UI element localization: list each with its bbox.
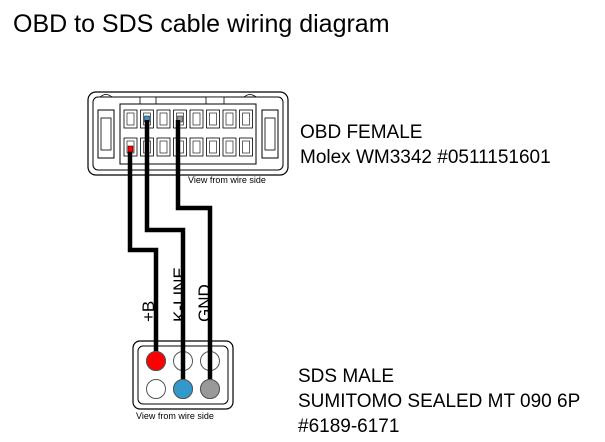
sds-part-number: #6189-6171 [298, 416, 400, 437]
obd-pin-slot [225, 112, 234, 126]
sds-view-note: View from wire side [136, 411, 214, 421]
obd-pin-cavity [206, 109, 220, 129]
diagram-title: OBD to SDS cable wiring diagram [13, 10, 390, 38]
obd-pin-cavity [222, 137, 237, 157]
wire-labels: +B K-LINE GND [139, 267, 214, 322]
wire-layer [127, 120, 220, 399]
obd-pin-cavity [156, 109, 171, 129]
obd-part-number: Molex WM3342 #0511151601 [300, 147, 551, 168]
obd-pin-slot [159, 140, 168, 154]
sds-pin-k-line-end [173, 379, 193, 399]
wire-gnd [175, 120, 213, 389]
obd-pin-slot [159, 112, 168, 126]
obd-connector-name: OBD FEMALE [300, 122, 423, 143]
wire-k-line [144, 120, 186, 389]
obd-view-note: View from wire side [188, 175, 266, 185]
obd-pin-slot [242, 140, 250, 154]
obd-pin-slot [225, 140, 234, 154]
obd-pin-slot [126, 112, 135, 126]
wire-label-gnd: GND [195, 284, 214, 322]
obd-pin-cavity [206, 137, 220, 157]
obd-pin-cavity [239, 109, 253, 129]
obd-pin-slot [242, 112, 250, 126]
obd-pin-slot [192, 112, 201, 126]
sds-pin-gnd-end [200, 379, 220, 399]
sds-pin-empty [146, 379, 166, 399]
sds-part-name: SUMITOMO SEALED MT 090 6P [298, 391, 581, 412]
wire-plus-b [127, 152, 159, 361]
sds-connector-name: SDS MALE [298, 366, 395, 387]
obd-connector [87, 91, 289, 176]
wire-label-plus-b: +B [139, 301, 158, 322]
obd-pin-cavity [222, 109, 237, 129]
obd-pin-plus-b [127, 145, 134, 153]
obd-pin-cavity [239, 137, 253, 157]
obd-pin-slot [192, 140, 201, 154]
wire-label-k-line: K-LINE [170, 267, 189, 322]
obd-pin-slot [209, 140, 217, 154]
obd-pin-cavity [123, 109, 138, 129]
obd-pin-cavity [189, 109, 204, 129]
obd-pin-cavity [189, 137, 204, 157]
obd-pin-slot [209, 112, 217, 126]
obd-pin-cavity [156, 137, 171, 157]
sds-pin-plus-b-end [146, 351, 166, 371]
